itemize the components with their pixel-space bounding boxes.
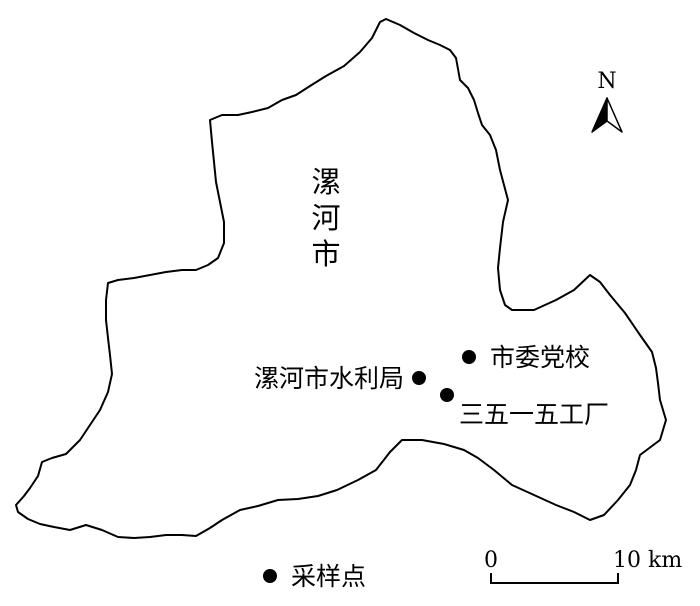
north-arrow-right-half bbox=[606, 97, 623, 133]
site-water-bureau: 漯河市水利局 bbox=[254, 364, 426, 393]
north-letter: N bbox=[597, 69, 616, 94]
site-label: 漯河市水利局 bbox=[254, 364, 404, 393]
scale-bar-start-label: 0 bbox=[484, 548, 498, 573]
legend: 采样点 bbox=[263, 562, 366, 591]
region-name-char-1: 漯 bbox=[311, 165, 340, 199]
site-marker bbox=[412, 371, 426, 385]
region-name-char-3: 市 bbox=[311, 237, 340, 271]
city-boundary bbox=[15, 18, 667, 539]
scale-bar-line bbox=[490, 573, 619, 584]
site-marker bbox=[440, 388, 454, 402]
scale-bar-end-label: 10 km bbox=[613, 548, 682, 573]
site-marker bbox=[462, 350, 476, 364]
north-arrow-left-half bbox=[591, 97, 608, 133]
legend-label: 采样点 bbox=[291, 562, 366, 591]
site-label: 市委党校 bbox=[490, 343, 590, 372]
site-party-school: 市委党校 bbox=[462, 343, 590, 372]
region-name-char-2: 河 bbox=[311, 201, 340, 235]
scale-bar: 0 10 km bbox=[484, 548, 682, 584]
site-label: 三五一五工厂 bbox=[459, 400, 609, 429]
site-factory-3515: 三五一五工厂 bbox=[440, 388, 609, 429]
north-arrow: N bbox=[591, 69, 623, 133]
legend-marker bbox=[263, 569, 277, 583]
